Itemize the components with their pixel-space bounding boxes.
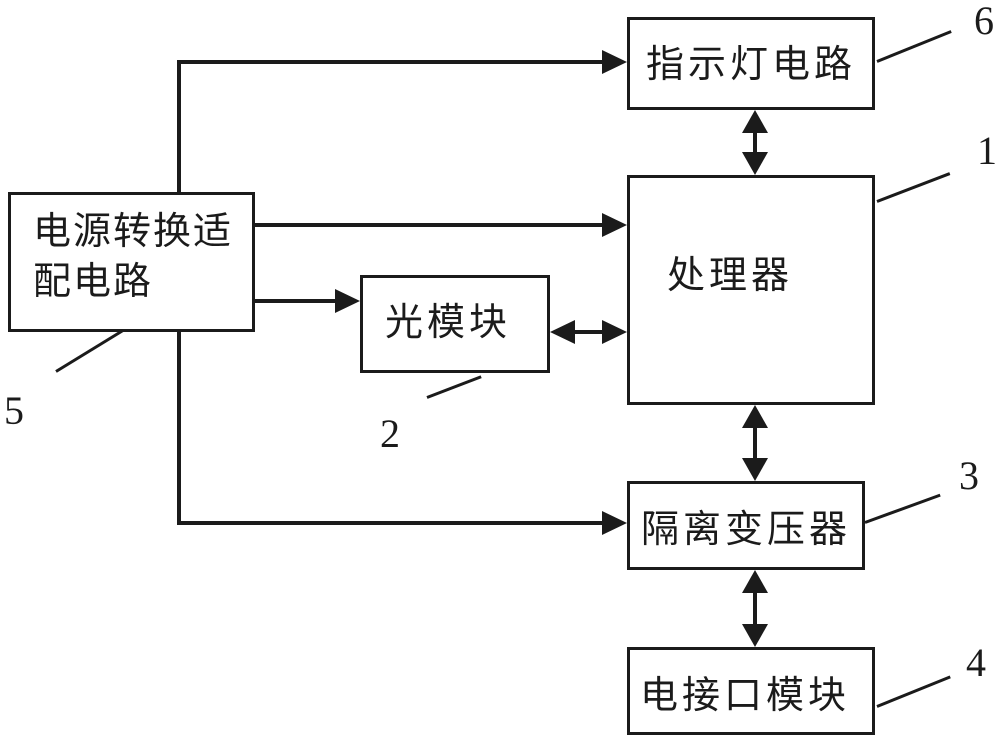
box-interface-label: 电接口模块	[639, 674, 850, 717]
box-power-conversion-adapter-circuit: 电源转换适 配电路	[8, 192, 255, 332]
box-electrical-interface-module: 电接口模块	[627, 647, 875, 735]
leader-line-2	[426, 375, 482, 399]
box-power-label-line1: 电源转换适	[33, 211, 234, 253]
leader-line-6	[876, 30, 952, 63]
box-processor-label: 处理器	[666, 255, 793, 297]
arrowhead-up-processor-icon	[742, 405, 768, 428]
ref-numeral-indicator: 6	[974, 0, 994, 43]
connector-transformer-interface	[753, 589, 757, 627]
box-power-label-line2: 配电路	[33, 261, 154, 303]
connector-power-indicator-vertical	[177, 62, 181, 192]
box-indicator-label: 指示灯电路	[645, 44, 856, 86]
connector-optical-processor	[571, 330, 606, 334]
box-processor: 处理器	[627, 175, 875, 405]
leader-line-1	[876, 172, 951, 203]
connector-processor-transformer	[753, 424, 757, 462]
connector-indicator-processor	[753, 128, 757, 157]
box-transformer-label: 隔离变压器	[640, 509, 851, 551]
ref-numeral-processor: 1	[977, 128, 997, 173]
arrowhead-into-transformer-icon	[602, 511, 627, 535]
ref-numeral-optical: 2	[380, 411, 400, 456]
leader-line-5	[55, 328, 125, 373]
ref-numeral-power: 5	[4, 388, 24, 433]
box-isolation-transformer: 隔离变压器	[627, 481, 865, 570]
ref-numeral-interface: 4	[966, 640, 986, 685]
arrowhead-down-interface-icon	[742, 624, 768, 647]
arrowhead-up-indicator-icon	[742, 110, 768, 133]
arrowhead-into-processor-left-icon	[602, 320, 627, 344]
arrowhead-into-optical-icon	[335, 289, 360, 313]
arrowhead-into-indicator-icon	[602, 50, 627, 74]
leader-line-3	[864, 493, 941, 524]
connector-power-indicator-horizontal	[177, 60, 606, 64]
arrowhead-up-transformer-icon	[742, 570, 768, 593]
connector-power-transformer-horizontal	[177, 521, 606, 525]
arrowhead-down-transformer-icon	[742, 458, 768, 481]
connector-power-processor	[255, 223, 606, 227]
arrowhead-into-optical-left-icon	[550, 320, 575, 344]
arrowhead-down-processor-icon	[742, 152, 768, 175]
leader-line-4	[876, 675, 951, 708]
box-optical-module: 光模块	[360, 275, 550, 373]
box-optical-label: 光模块	[384, 301, 511, 344]
arrowhead-into-processor-icon	[602, 213, 627, 237]
ref-numeral-transformer: 3	[959, 453, 979, 498]
connector-power-optical	[255, 299, 339, 303]
connector-power-transformer-vertical	[177, 332, 181, 525]
box-indicator-light-circuit: 指示灯电路	[627, 17, 875, 110]
